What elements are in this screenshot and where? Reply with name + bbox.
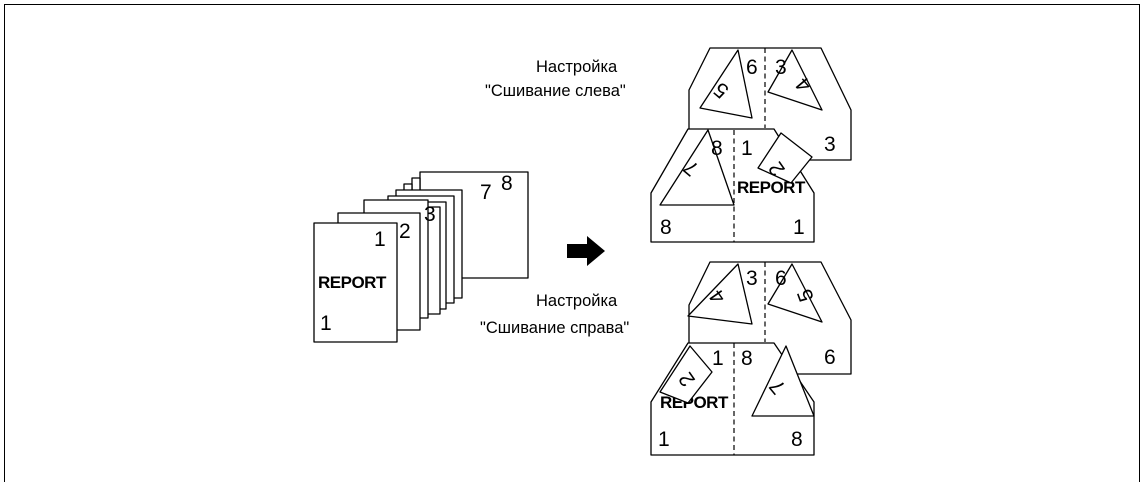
bottom-front-page-8: 8 [741,347,753,370]
top-front-sheet: REPORT 7 8 1 2 8 1 [650,128,815,243]
bottom-back-page-6-bottom: 6 [824,346,836,369]
bottom-setting-label-line1: Настройка [536,292,618,310]
top-front-page-1: 1 [741,137,753,160]
stack-page-1: 1 [374,228,386,251]
stack-page-3: 3 [424,203,436,226]
top-back-page-3: 3 [775,56,787,79]
stack-page-7: 7 [480,181,492,204]
top-back-page-3-bottom: 3 [824,133,836,156]
top-setting-label-line2: "Сшивание слева" [485,82,626,100]
bottom-setting-label-line2: "Сшивание справа" [480,319,629,337]
top-front-flap-left [659,129,735,206]
bottom-front-sheet: REPORT 2 1 8 7 1 8 [650,342,815,456]
bottom-front-flap-left [659,345,713,404]
bottom-back-page-3: 3 [746,267,758,290]
stack-report-text: REPORT [318,273,387,292]
right-arrow-icon [567,236,605,266]
bottom-back-flap-right [767,263,823,323]
top-back-flap-left [699,49,753,119]
top-front-page-8-bottom: 8 [660,216,672,239]
top-front-flap-right [757,132,813,184]
sheet-stack: 8 7 3 2 1 REPORT 1 [313,171,529,343]
top-front-page-1-bottom: 1 [793,216,805,239]
stack-sheet-1 [313,222,398,343]
bottom-back-page-6: 6 [775,267,787,290]
bottom-front-page-1-bottom: 1 [658,428,670,451]
bottom-front-page-1: 1 [712,347,724,370]
top-back-flap-right [767,49,823,111]
bottom-front-flap-right [751,345,815,417]
top-front-page-8: 8 [711,137,723,160]
stack-page-2: 2 [399,220,411,243]
stack-page-1-bottom: 1 [320,312,332,335]
top-back-page-6: 6 [746,56,758,79]
stack-page-8: 8 [501,172,513,195]
diagram-frame [4,4,1140,482]
top-setting-label-line1: Настройка [536,58,618,76]
bottom-back-flap-left [687,263,753,325]
bottom-front-page-8-bottom: 8 [791,428,803,451]
